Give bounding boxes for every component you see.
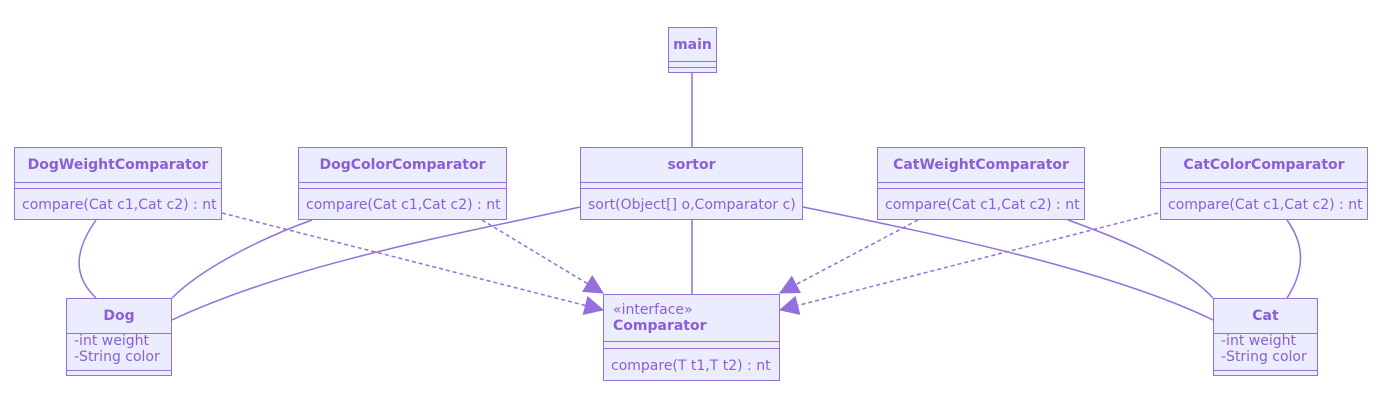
class-cat-weight-comparator[interactable]: CatWeightComparator compare(Cat c1,Cat c… (877, 147, 1085, 220)
class-name: Comparator (613, 318, 707, 334)
edge-dogweight-dog (78, 219, 97, 299)
edge-dogweight-comparator (221, 212, 603, 310)
divider (604, 348, 779, 349)
divider (581, 182, 802, 183)
divider (1214, 333, 1317, 334)
class-main[interactable]: main (668, 27, 717, 73)
class-name: CatColorComparator (1183, 157, 1345, 173)
divider (669, 61, 716, 62)
class-name: DogColorComparator (319, 157, 486, 173)
divider (669, 67, 716, 68)
edge-dogcolor-comparator (481, 219, 603, 294)
class-name: sortor (667, 157, 716, 173)
method: compare(T t1,T t2) : nt (611, 358, 771, 374)
edge-catweight-comparator (780, 219, 919, 294)
class-comparator-interface[interactable]: «interface» Comparator compare(T t1,T t2… (603, 294, 780, 381)
method: compare(Cat c1,Cat c2) : nt (885, 197, 1080, 213)
class-cat-color-comparator[interactable]: CatColorComparator compare(Cat c1,Cat c2… (1160, 147, 1368, 220)
edge-sortor-dog (171, 206, 581, 321)
class-sortor[interactable]: sortor sort(Object[] o,Comparator c) (580, 147, 803, 220)
class-cat[interactable]: Cat -int weight -String color (1213, 298, 1318, 376)
stereotype-label: «interface» (613, 302, 693, 318)
divider (67, 333, 171, 334)
edge-catcolor-cat (1286, 219, 1302, 299)
class-name: main (673, 36, 712, 53)
edge-sortor-cat (802, 206, 1214, 321)
divider (581, 188, 802, 189)
divider (604, 341, 779, 342)
attribute: -String color (1221, 349, 1307, 365)
class-name: Dog (103, 308, 135, 324)
edge-catweight-cat (1067, 219, 1214, 299)
attribute: -int weight (74, 333, 149, 349)
edge-dogcolor-dog (171, 219, 313, 299)
divider (1214, 370, 1317, 371)
class-name: Cat (1252, 308, 1279, 324)
method: compare(Cat c1,Cat c2) : nt (306, 197, 501, 213)
edge-catcolor-comparator (780, 212, 1159, 310)
divider (299, 182, 506, 183)
divider (1161, 182, 1367, 183)
divider (878, 188, 1084, 189)
divider (15, 188, 221, 189)
attribute: -int weight (1221, 333, 1296, 349)
divider (67, 370, 171, 371)
method: compare(Cat c1,Cat c2) : nt (1168, 197, 1363, 213)
method: sort(Object[] o,Comparator c) (588, 197, 796, 213)
class-dog-color-comparator[interactable]: DogColorComparator compare(Cat c1,Cat c2… (298, 147, 507, 220)
method: compare(Cat c1,Cat c2) : nt (22, 197, 217, 213)
class-name: DogWeightComparator (27, 157, 209, 173)
class-dog[interactable]: Dog -int weight -String color (66, 298, 172, 376)
class-dog-weight-comparator[interactable]: DogWeightComparator compare(Cat c1,Cat c… (14, 147, 222, 220)
divider (299, 188, 506, 189)
class-name: CatWeightComparator (893, 157, 1069, 173)
divider (15, 182, 221, 183)
divider (1161, 188, 1367, 189)
attribute: -String color (74, 349, 160, 365)
divider (878, 182, 1084, 183)
